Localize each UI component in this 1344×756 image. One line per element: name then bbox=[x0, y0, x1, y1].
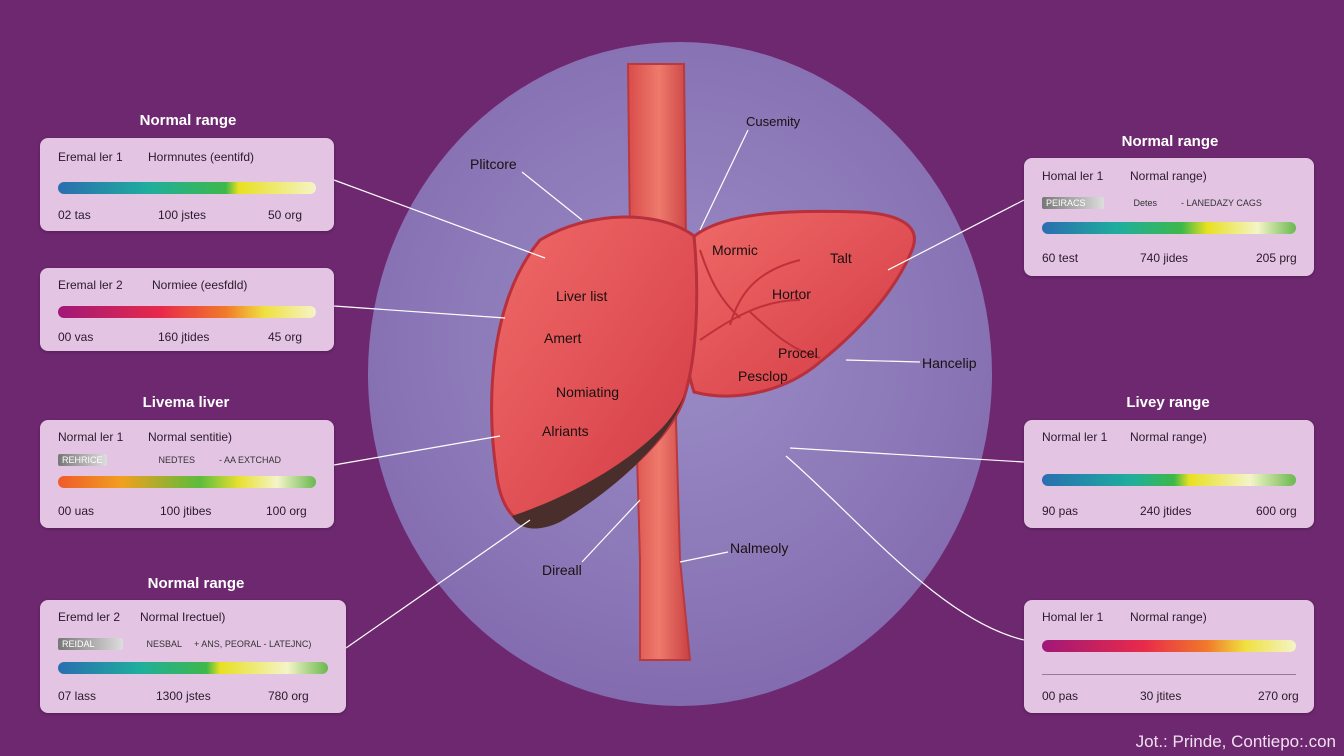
panel-2-gradient-bar bbox=[58, 306, 316, 318]
panel-4-label2: Normal Irectuel) bbox=[140, 610, 226, 624]
label-plitcore: Plitcore bbox=[470, 156, 517, 172]
label-pesclop: Pesclop bbox=[738, 368, 788, 384]
panel-2-label2: Normiee (eesfdld) bbox=[152, 278, 248, 292]
label-hancelip: Hancelip bbox=[922, 355, 977, 371]
panel-6-label1: Normal ler 1 bbox=[1042, 430, 1108, 444]
panel-6-title: Livey range bbox=[1126, 394, 1210, 411]
label-amert: Amert bbox=[544, 330, 582, 346]
panel-7-axis-line bbox=[1042, 674, 1296, 675]
panel-4-title: Normal range bbox=[147, 575, 245, 592]
panel-2-tick-high: 45 org bbox=[268, 330, 303, 344]
panel-3-gradient-bar bbox=[58, 476, 316, 488]
panel-1-label2: Hormnutes (eentifd) bbox=[148, 150, 255, 164]
panel-6: Normal ler 1 Normal range) 90 pas 240 jt… bbox=[1024, 420, 1314, 528]
panel-4-tick-low: 07 lass bbox=[58, 689, 97, 703]
panel-7-label2: Normal range) bbox=[1130, 610, 1207, 624]
panel-5-chip: PEIRACS bbox=[1042, 197, 1104, 209]
label-procel: Procel bbox=[778, 345, 818, 361]
panel-4-chip-row: REIDAL NESBAL + ANS, PEORAL - LATEJNC) bbox=[58, 638, 311, 650]
hepatic-veins bbox=[699, 249, 821, 359]
panel-7-label1: Homal ler 1 bbox=[1042, 610, 1104, 624]
panel-1-tick-high: 50 org bbox=[268, 208, 303, 222]
panel-7-tick-low: 00 pas bbox=[1042, 689, 1079, 703]
panel-7: Homal ler 1 Normal range) 00 pas 30 jtit… bbox=[1024, 600, 1314, 713]
panel-4-tick-high: 780 org bbox=[268, 689, 309, 703]
label-direall: Direall bbox=[542, 562, 582, 578]
panel-1-label1: Eremal ler 1 bbox=[58, 150, 123, 164]
panel-7-tick-high: 270 org bbox=[1258, 689, 1299, 703]
panel-1-tick-low: 02 tas bbox=[58, 208, 91, 222]
panel-6-tick-high: 600 org bbox=[1256, 504, 1297, 518]
label-nomiating: Nomiating bbox=[556, 384, 620, 400]
liver-shadow bbox=[512, 396, 684, 529]
panel-4-tick-mid: 1300 jstes bbox=[156, 689, 211, 703]
panel-5-tick-mid: 740 jides bbox=[1140, 251, 1189, 265]
footer-credit: Jot.: Prinde, Contiepo:.con bbox=[1135, 732, 1336, 751]
panel-5-chip-b: Detes bbox=[1133, 198, 1158, 208]
panel-7-gradient-bar bbox=[1042, 640, 1296, 652]
panel-5-title: Normal range bbox=[1121, 133, 1219, 150]
panel-5-tick-high: 205 prg bbox=[1256, 251, 1297, 265]
panel-4-chip-c: + ANS, PEORAL - LATEJNC) bbox=[194, 639, 312, 649]
panel-5-chip-row: PEIRACS Detes - LANEDAZY CAGS bbox=[1042, 197, 1262, 209]
panel-3-tick-high: 100 org bbox=[266, 504, 307, 518]
panel-4-gradient-bar bbox=[58, 662, 328, 674]
panel-6-label2: Normal range) bbox=[1130, 430, 1207, 444]
panel-4-label1: Eremd ler 2 bbox=[58, 610, 121, 624]
panel-3-chip: REHRICE bbox=[58, 454, 107, 466]
label-alriants: Alriants bbox=[542, 423, 589, 439]
label-liver-list: Liver list bbox=[556, 288, 608, 304]
panel-1-gradient-bar bbox=[58, 182, 316, 194]
panel-3-title: Livema liver bbox=[142, 394, 230, 411]
panel-4-chip: REIDAL bbox=[58, 638, 123, 650]
panel-3-tick-low: 00 uas bbox=[58, 504, 95, 518]
panel-7-tick-mid: 30 jtites bbox=[1140, 689, 1182, 703]
panel-5-label1: Homal ler 1 bbox=[1042, 169, 1104, 183]
panel-3-label2: Normal sentitie) bbox=[148, 430, 233, 444]
panel-4: Eremd ler 2 Normal Irectuel) REIDAL NESB… bbox=[40, 600, 346, 713]
panel-5-tick-low: 60 test bbox=[1042, 251, 1079, 265]
label-nalmeoly: Nalmeoly bbox=[730, 540, 789, 556]
panel-3-label1: Normal ler 1 bbox=[58, 430, 124, 444]
panel-2-label1: Eremal ler 2 bbox=[58, 278, 123, 292]
panel-1-tick-mid: 100 jstes bbox=[158, 208, 207, 222]
label-talt: Talt bbox=[830, 250, 852, 266]
panel-1-title: Normal range bbox=[139, 112, 237, 129]
panel-3-tick-mid: 100 jtibes bbox=[160, 504, 212, 518]
label-cusemity: Cusemity bbox=[746, 114, 801, 129]
panel-6-tick-low: 90 pas bbox=[1042, 504, 1079, 518]
panel-2-tick-low: 00 vas bbox=[58, 330, 94, 344]
panel-6-gradient-bar bbox=[1042, 474, 1296, 486]
panel-4-chip-b: NESBAL bbox=[146, 639, 183, 649]
label-hortor: Hortor bbox=[772, 286, 811, 302]
panel-5: Homal ler 1 Normal range) PEIRACS Detes … bbox=[1024, 158, 1314, 276]
leader-lines bbox=[333, 129, 1025, 649]
label-mormic: Mormic bbox=[712, 242, 758, 258]
panel-2: Eremal ler 2 Normiee (eesfdld) 00 vas 16… bbox=[40, 268, 334, 351]
panel-2-tick-mid: 160 jtides bbox=[158, 330, 210, 344]
panel-6-tick-mid: 240 jtides bbox=[1140, 504, 1192, 518]
panel-5-chip-c: - LANEDAZY CAGS bbox=[1181, 198, 1262, 208]
right-lobe bbox=[683, 209, 916, 398]
panel-1: Eremal ler 1 Hormnutes (eentifd) 02 tas … bbox=[40, 138, 334, 231]
panel-5-gradient-bar bbox=[1042, 222, 1296, 234]
panel-3-chip-c: - AA EXTCHAD bbox=[219, 455, 282, 465]
panel-3-chip-row: REHRICE NEDTES - AA EXTCHAD bbox=[58, 454, 281, 466]
panel-3-chip-b: NEDTES bbox=[158, 455, 196, 465]
panel-3: Normal ler 1 Normal sentitie) REHRICE NE… bbox=[40, 420, 334, 528]
panel-5-label2: Normal range) bbox=[1130, 169, 1207, 183]
